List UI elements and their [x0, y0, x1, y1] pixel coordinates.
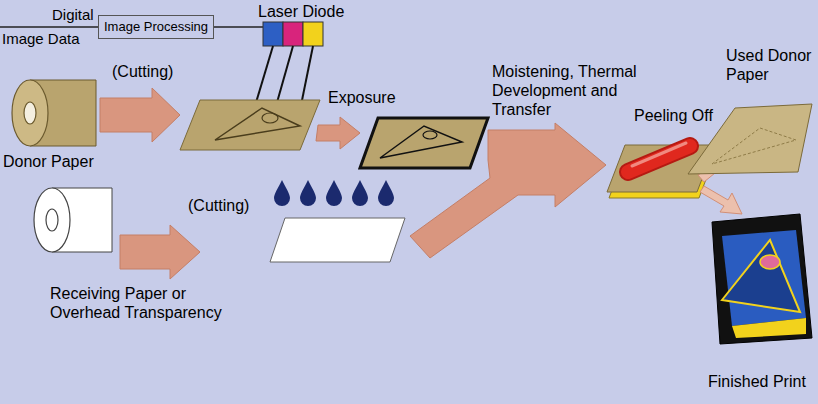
part-label: Used Donor Paper — [726, 46, 814, 84]
step-label: (Cutting) — [112, 62, 173, 81]
finished-print-part — [760, 255, 780, 269]
finished-print-part — [722, 240, 800, 312]
step-label: Moistening, Thermal Development and Tran… — [492, 62, 652, 120]
water-drops-part — [274, 180, 290, 206]
exposure-sheet — [180, 100, 320, 150]
fork-arrows-part — [700, 186, 742, 214]
part-label: Laser Diode — [258, 2, 344, 21]
donor-roll-part — [24, 102, 36, 124]
step-label: (Cutting) — [188, 196, 249, 215]
finished-print — [712, 214, 812, 344]
finished-print-part — [722, 230, 806, 326]
donor-roll-part — [12, 80, 48, 146]
laser-diode-part — [263, 22, 283, 46]
receiving-sheet — [270, 218, 405, 262]
exposure-sheet-part — [262, 113, 278, 123]
step-label: Peeling Off — [634, 106, 713, 125]
receiving-roll — [34, 188, 112, 252]
water-drops — [274, 180, 394, 206]
exposure-sheet-part — [180, 100, 320, 150]
laser-diode-part — [303, 22, 323, 46]
laser-beams-part — [276, 46, 293, 106]
step-label: Exposure — [328, 88, 396, 107]
flow-arrows-part — [120, 225, 200, 279]
laser-diode — [263, 22, 323, 46]
receiving-roll-part — [46, 209, 58, 231]
flow-arrows-part — [316, 117, 360, 149]
exposed-sheet-part — [360, 118, 488, 168]
water-drops-part — [352, 180, 368, 206]
exposed-sheet-part — [380, 126, 462, 158]
finished-print-part — [712, 214, 812, 344]
used-donor-sheet-part — [712, 128, 796, 164]
finished-print-part — [732, 318, 806, 338]
part-label: Finished Print — [708, 372, 806, 391]
water-drops-part — [300, 180, 316, 206]
process-box: Image Processing — [98, 15, 214, 39]
part-label: Receiving Paper or Overhead Transparency — [50, 284, 240, 322]
transfer-sandwich-part — [628, 146, 690, 172]
transfer-sandwich-part — [632, 143, 686, 166]
signal-label: Digital — [52, 6, 94, 24]
box-text: Image Processing — [104, 19, 208, 34]
water-drops-part — [326, 180, 342, 206]
water-drops-part — [378, 180, 394, 206]
laser-diode-part — [283, 22, 303, 46]
receiving-sheet-part — [270, 218, 405, 262]
exposure-sheet-part — [215, 108, 300, 140]
donor-roll — [12, 80, 96, 146]
part-label: Donor Paper — [3, 152, 94, 171]
transfer-sandwich-part — [628, 146, 690, 172]
exposed-sheet-part — [423, 131, 437, 139]
exposed-sheet — [360, 118, 488, 168]
signal-label: Image Data — [2, 30, 80, 48]
receiving-roll-part — [34, 188, 70, 252]
flow-arrows-part — [100, 88, 180, 142]
